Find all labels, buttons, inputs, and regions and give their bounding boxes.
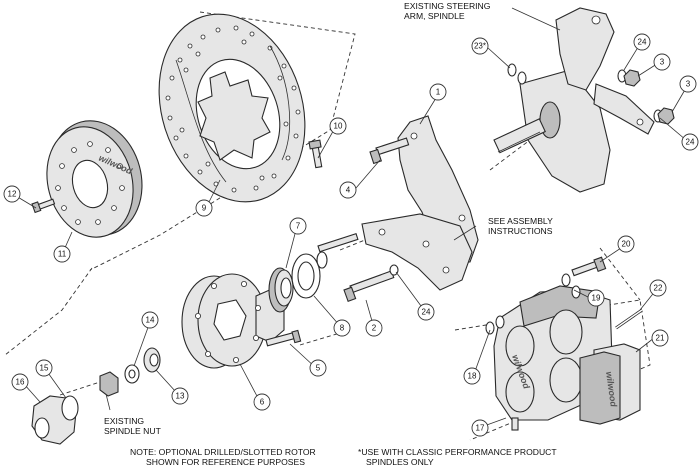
o-ring xyxy=(61,395,79,421)
spindle-nut xyxy=(99,371,119,397)
callout-7: 7 xyxy=(289,217,307,235)
callout-16: 16 xyxy=(11,373,29,391)
svg-text:5: 5 xyxy=(316,364,321,373)
callout-12: 12 xyxy=(3,185,21,203)
bracket-bolt xyxy=(369,137,410,165)
svg-text:24: 24 xyxy=(686,138,695,147)
callout-15: 15 xyxy=(35,359,53,377)
callout-6: 6 xyxy=(253,393,271,411)
svg-text:EXISTING STEERING: EXISTING STEERING xyxy=(404,1,491,11)
caliper: wilwood xyxy=(493,285,613,431)
svg-text:20: 20 xyxy=(622,240,631,249)
svg-text:7: 7 xyxy=(296,222,301,231)
callout-23: 23* xyxy=(471,37,489,55)
callout-3a: 3 xyxy=(653,53,671,71)
svg-text:2: 2 xyxy=(372,324,377,333)
note-steering-arm: EXISTING STEERING ARM, SPINDLE xyxy=(404,1,491,21)
note-spindle-nut: EXISTING SPINDLE NUT xyxy=(104,416,162,436)
svg-text:17: 17 xyxy=(476,424,485,433)
long-bolt xyxy=(343,264,399,302)
bearing xyxy=(268,267,294,313)
svg-text:13: 13 xyxy=(176,392,185,401)
seal xyxy=(291,253,321,299)
callout-21: 21 xyxy=(651,329,669,347)
hat-bolt-holes xyxy=(55,141,125,225)
callout-8: 8 xyxy=(333,319,351,337)
svg-text:3: 3 xyxy=(686,80,691,89)
svg-text:3: 3 xyxy=(660,58,665,67)
callout-22: 22 xyxy=(649,279,667,297)
short-bolt-upper xyxy=(317,232,359,253)
callout-13: 13 xyxy=(171,387,189,405)
rotor xyxy=(158,13,306,203)
svg-text:12: 12 xyxy=(8,190,17,199)
hat-bolt xyxy=(31,198,56,214)
hub-stud-holes xyxy=(194,280,261,363)
svg-text:24: 24 xyxy=(638,38,647,47)
callout-24a: 24 xyxy=(633,33,651,51)
svg-text:24: 24 xyxy=(422,308,431,317)
svg-text:SPINDLES ONLY: SPINDLES ONLY xyxy=(366,457,434,467)
pad-pin xyxy=(615,308,643,330)
svg-text:16: 16 xyxy=(16,378,25,387)
svg-text:14: 14 xyxy=(146,316,155,325)
svg-text:9: 9 xyxy=(202,204,207,213)
svg-text:*USE WITH CLASSIC PERFORMANCE: *USE WITH CLASSIC PERFORMANCE PRODUCT xyxy=(358,447,557,457)
callout-3b: 3 xyxy=(679,75,697,93)
svg-text:19: 19 xyxy=(592,294,601,303)
callout-17: 17 xyxy=(471,419,489,437)
svg-text:NOTE: OPTIONAL DRILLED/SLOTTED: NOTE: OPTIONAL DRILLED/SLOTTED ROTOR xyxy=(130,447,316,457)
bracket-plate xyxy=(361,213,473,291)
brake-pads: wilwood xyxy=(579,343,641,425)
svg-text:10: 10 xyxy=(334,122,343,131)
caliper-bolt xyxy=(485,256,607,335)
callout-9: 9 xyxy=(195,199,213,217)
svg-text:6: 6 xyxy=(260,398,265,407)
callout-14: 14 xyxy=(141,311,159,329)
svg-text:11: 11 xyxy=(58,250,67,259)
callout-1: 1 xyxy=(429,83,447,101)
callout-11: 11 xyxy=(53,245,71,263)
callout-20: 20 xyxy=(617,235,635,253)
callout-4: 4 xyxy=(339,181,357,199)
steering-arm-spindle xyxy=(493,7,655,193)
callout-5: 5 xyxy=(309,359,327,377)
svg-text:SHOWN FOR REFERENCE PURPOSES: SHOWN FOR REFERENCE PURPOSES xyxy=(146,457,305,467)
outer-bearing xyxy=(143,347,161,373)
pad-logo: wilwood xyxy=(604,371,619,408)
callout-24b: 24 xyxy=(681,133,699,151)
callout-19: 19 xyxy=(587,289,605,307)
rotor-drill-holes xyxy=(165,25,301,193)
svg-text:8: 8 xyxy=(340,324,345,333)
svg-text:EXISTING: EXISTING xyxy=(104,416,144,426)
svg-text:18: 18 xyxy=(468,372,477,381)
rotor-bolt xyxy=(308,139,323,169)
note-classic: *USE WITH CLASSIC PERFORMANCE PRODUCT SP… xyxy=(358,447,557,467)
hub xyxy=(181,273,285,369)
callout-24c: 24 xyxy=(417,303,435,321)
upper-washers xyxy=(316,251,328,269)
svg-text:22: 22 xyxy=(654,284,663,293)
callout-2: 2 xyxy=(365,319,383,337)
svg-text:23*: 23* xyxy=(474,42,486,51)
note-assembly: SEE ASSEMBLY INSTRUCTIONS xyxy=(488,216,553,236)
svg-text:INSTRUCTIONS: INSTRUCTIONS xyxy=(488,226,553,236)
svg-text:ARM, SPINDLE: ARM, SPINDLE xyxy=(404,11,465,21)
svg-text:15: 15 xyxy=(40,364,49,373)
wheel-stud xyxy=(265,329,302,347)
svg-text:4: 4 xyxy=(346,186,351,195)
svg-text:1: 1 xyxy=(436,88,441,97)
svg-text:21: 21 xyxy=(656,334,665,343)
callout-18: 18 xyxy=(463,367,481,385)
svg-text:SEE ASSEMBLY: SEE ASSEMBLY xyxy=(488,216,553,226)
rotor-hat: wilwood xyxy=(46,120,143,238)
washer-14 xyxy=(124,364,140,384)
svg-text:SPINDLE NUT: SPINDLE NUT xyxy=(104,426,162,436)
callout-10: 10 xyxy=(329,117,347,135)
note-rotor: NOTE: OPTIONAL DRILLED/SLOTTED ROTOR SHO… xyxy=(130,447,316,467)
